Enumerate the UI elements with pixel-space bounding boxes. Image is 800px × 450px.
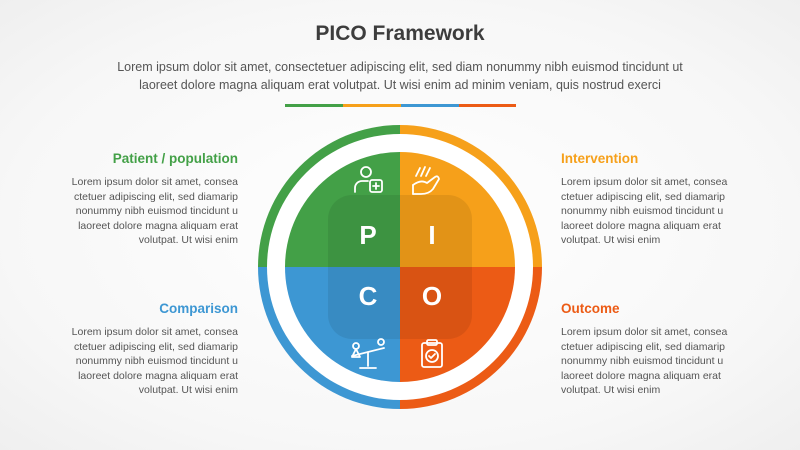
comparison-block: Comparison Lorem ipsum dolor sit amet, c… [38,301,238,398]
balance-scale-icon [351,338,385,369]
intervention-text: Lorem ipsum dolor sit amet, consea ctetu… [561,176,728,246]
patient-plus-icon [354,166,383,193]
letter-c: C [359,281,378,311]
comparison-text: Lorem ipsum dolor sit amet, consea ctetu… [71,326,238,396]
color-bar-orange [343,104,401,107]
patient-population-block: Patient / population Lorem ipsum dolor s… [38,151,238,248]
color-bar-green [285,104,343,107]
color-bar-blue [401,104,459,107]
outcome-block: Outcome Lorem ipsum dolor sit amet, cons… [561,301,761,398]
intervention-block: Intervention Lorem ipsum dolor sit amet,… [561,151,761,248]
patient-population-text: Lorem ipsum dolor sit amet, consea ctetu… [71,176,238,246]
center-square-overlay [328,195,472,339]
outcome-text: Lorem ipsum dolor sit amet, consea ctetu… [561,326,728,396]
intervention-heading: Intervention [561,151,639,166]
page-title: PICO Framework [315,22,485,45]
subtitle-line-1: Lorem ipsum dolor sit amet, consectetuer… [117,60,683,74]
hand-pills-icon [412,166,440,195]
inner-quadrant-o [400,267,515,382]
clipboard-check-icon [421,339,443,368]
page-subtitle: Lorem ipsum dolor sit amet, consectetuer… [60,58,740,94]
subtitle-line-2: laoreet dolore magna aliquam erat volutp… [139,78,661,92]
letter-p: P [359,220,376,250]
patient-population-heading: Patient / population [112,151,238,166]
comparison-heading: Comparison [159,301,238,316]
letter-o: O [422,281,442,311]
outcome-heading: Outcome [561,301,620,316]
inner-quadrant-c [285,267,400,382]
letter-i: I [428,220,435,250]
color-bar-red [459,104,516,107]
